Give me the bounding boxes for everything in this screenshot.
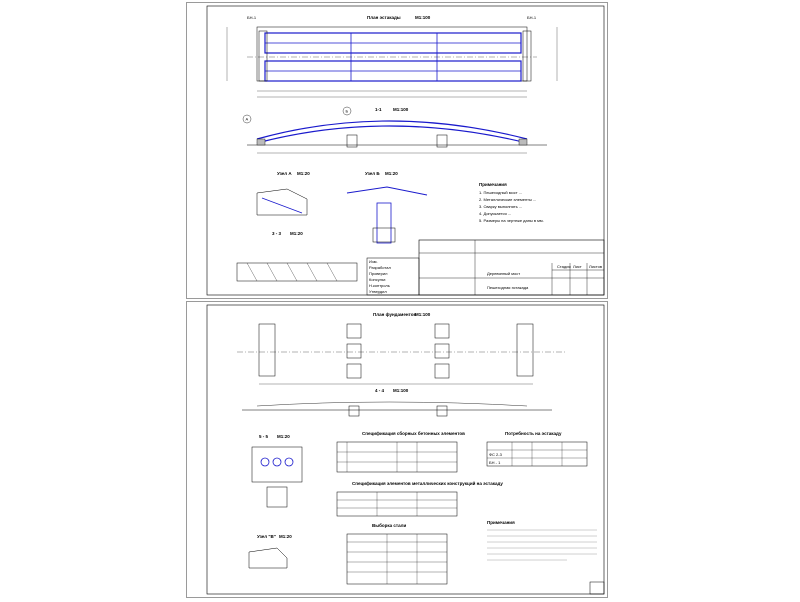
note-3: 3. Сварку выполнять ...: [479, 204, 522, 209]
steel-title: Выборка стали: [372, 522, 406, 528]
callout-a-label: A: [246, 117, 249, 122]
spec1-title: Спецификация сборных бетонных элементов: [362, 430, 465, 436]
section-44-title: 4 - 4: [375, 388, 385, 393]
foundation-row-2: БН - 1: [489, 460, 501, 465]
note-2: 2. Металлические элементы ...: [479, 197, 536, 202]
section-33-drawing: [236, 262, 358, 282]
label-bn1-plan: БН-1: [247, 15, 257, 20]
stamp-row-2: Проверил: [369, 271, 388, 276]
callout-a: [242, 114, 252, 124]
foundation-row-1: ФС 2-3: [489, 452, 503, 457]
stamp-col-stage: Стадия: [557, 264, 571, 269]
note-1: 1. Пешеходный мост ...: [479, 190, 522, 195]
stamp-row-4: Н.контроль: [369, 283, 390, 288]
node-a-drawing: [256, 188, 308, 216]
notes-2-lines: [487, 529, 597, 561]
section-44-scale: М1:100: [393, 388, 409, 393]
node-b-title: Узел Б: [365, 171, 380, 176]
section-arch-bottom: [256, 125, 528, 144]
section-11-scale: М1:100: [393, 107, 409, 112]
stamp-row-0: Изм.: [369, 259, 378, 264]
stamp-row-5: Утвердил: [369, 289, 387, 294]
stamp-title: Деревянный мост: [487, 271, 520, 276]
spec2-title: Спецификация элементов металлических кон…: [352, 480, 503, 486]
foundation-table: ФС 2-3 БН - 1: [486, 441, 588, 467]
plan-title: План эстакады: [367, 15, 401, 20]
foundation-right: [516, 323, 534, 377]
steel-table: [346, 533, 448, 585]
node-v-scale: М1:20: [279, 534, 292, 539]
sheet-2-corner-stamp: [589, 581, 605, 595]
node-b-post: [376, 202, 392, 244]
node-a-scale: М1:20: [297, 171, 310, 176]
plan-scale: М1:100: [415, 15, 431, 20]
node-v-title: Узел "В": [257, 534, 276, 539]
node-a-title: Узел А: [277, 171, 292, 176]
node-v-drawing: [248, 547, 288, 569]
node-b-scale: М1:20: [385, 171, 398, 176]
callout-b-label: Б: [346, 109, 349, 114]
stamp-sheet-label: Пешеходная эстакада: [487, 285, 529, 290]
stamp-col-sheets: Листов: [589, 264, 602, 269]
drawing-sheet-2: План фундаментов М1:100 4 - 4 М1:100 5 -…: [186, 301, 608, 598]
sheet-2-drawing: План фундаментов М1:100 4 - 4 М1:100 5 -…: [206, 304, 605, 595]
section-55-title: 5 - 5: [259, 434, 269, 439]
stamp-row-1: Разработал: [369, 265, 391, 270]
foundation-table-title: Потребность на эстакаду: [505, 430, 562, 436]
foundation-left: [258, 323, 276, 377]
stamp-row-3: Консульт.: [369, 277, 386, 282]
sheet-1-frame: [206, 5, 605, 296]
label-bn1-plan-right: БН-1: [527, 15, 537, 20]
notes-heading-2: Примечания: [487, 520, 515, 525]
notes-heading-1: Примечания: [479, 182, 507, 187]
stamp-left-block: Изм. Разработал Проверил Консульт. Н.кон…: [366, 257, 420, 296]
stamp-col-sheet: Лист: [573, 264, 582, 269]
section-33-title: 3 - 3: [272, 231, 282, 236]
note-5: 5. Размеры на чертеже даны в мм.: [479, 218, 544, 223]
foundation-plan-title: План фундаментов: [373, 311, 416, 317]
title-block-1: Стадия Лист Листов Деревянный мост Пешех…: [418, 239, 605, 296]
sheet-1-drawing: План эстакады М1:100 БН-1 БН-1 1-1 М1:10…: [206, 5, 605, 296]
drawing-sheet-1: План эстакады М1:100 БН-1 БН-1 1-1 М1:10…: [186, 2, 608, 299]
section-33-scale: М1:20: [290, 231, 303, 236]
spec1-table: [336, 441, 458, 473]
section-11-title: 1-1: [375, 107, 382, 112]
foundation-plan-scale: М1:100: [415, 312, 431, 317]
section-55-scale: М1:20: [277, 434, 290, 439]
callout-b: [342, 106, 352, 116]
spec2-table: [336, 491, 458, 517]
plan-outline: [256, 26, 528, 82]
note-4: 4. Допускается ...: [479, 211, 511, 216]
section-55-drawing: [251, 446, 303, 483]
section-arch-top: [256, 120, 528, 140]
sheet-2-frame: [206, 304, 605, 595]
